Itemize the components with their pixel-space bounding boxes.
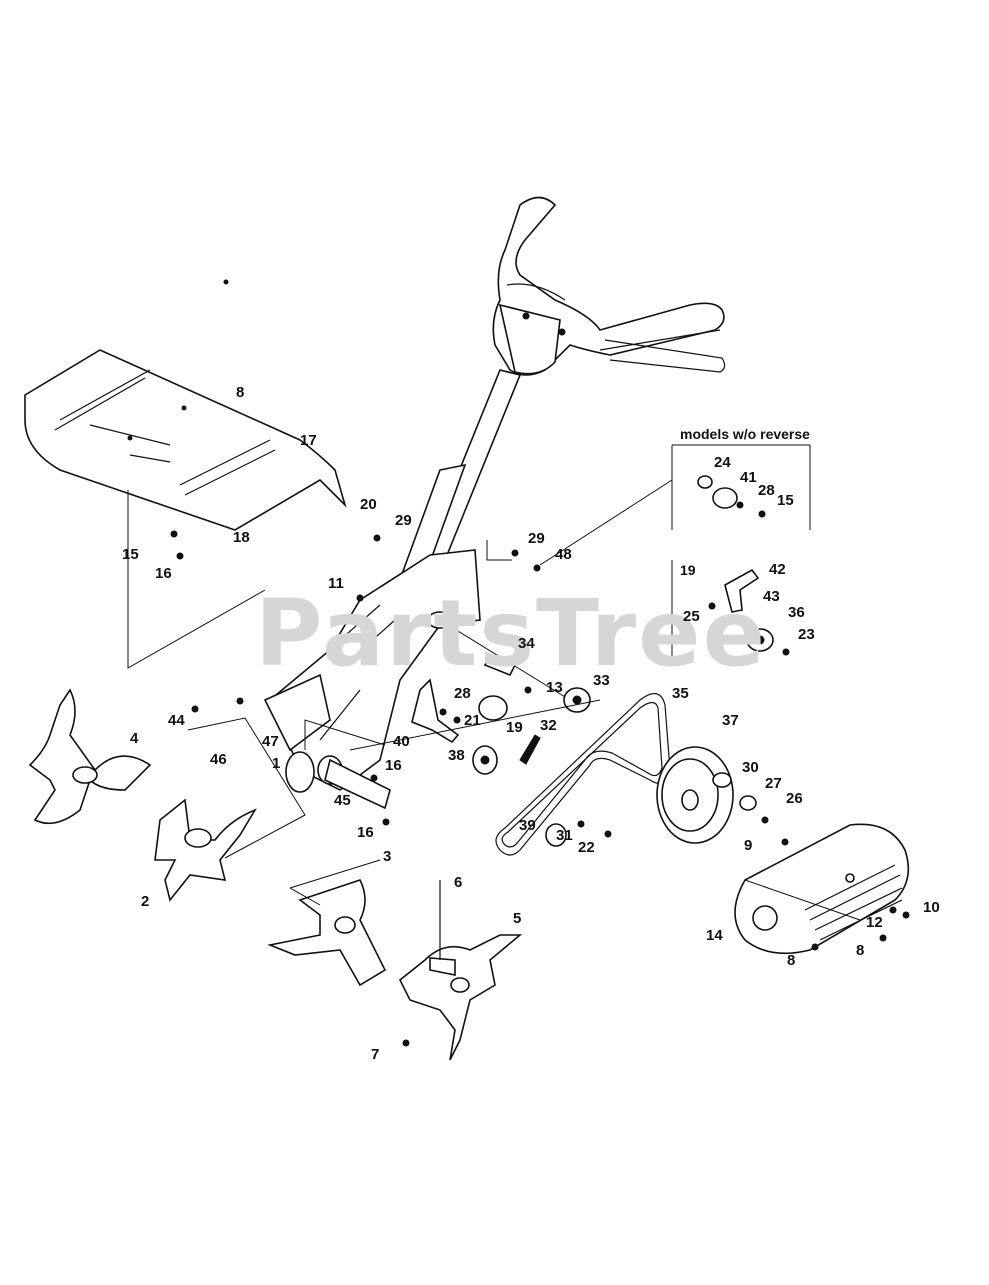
callout-10: 10 [923,899,940,916]
callout-31: 31 [556,827,573,844]
callout-16: 16 [357,824,374,841]
callout-16: 16 [385,757,402,774]
callout-28: 28 [758,482,775,499]
callout-26: 26 [786,790,803,807]
callout-45: 45 [334,792,351,809]
callout-9: 9 [744,837,753,854]
callout-38: 38 [448,747,465,764]
callout-35: 35 [672,685,689,702]
callout-8: 8 [236,384,245,401]
callout-30: 30 [742,759,759,776]
callout-19: 19 [506,719,523,736]
callout-7: 7 [371,1046,380,1063]
callout-32: 32 [540,717,557,734]
callout-24: 24 [714,454,731,471]
callout-33: 33 [593,672,610,689]
tine-5 [398,880,523,1061]
callout-25: 25 [683,608,700,625]
note-models-without-reverse: models w/o reverse [680,426,810,442]
spring-32 [519,734,541,765]
callout-37: 37 [722,712,739,729]
axle-34 [483,653,517,677]
axle [324,758,391,810]
callout-4: 4 [130,730,139,747]
callout-8: 8 [856,942,865,959]
callout-11: 11 [328,575,344,592]
callout-12: 12 [866,914,883,931]
callout-46: 46 [210,751,227,768]
callout-15: 15 [777,492,794,509]
bracket-42 [724,568,760,613]
belt-cover [734,823,910,955]
tine-4 [28,688,152,825]
callout-42: 42 [769,561,786,578]
callout-16: 16 [155,565,172,582]
callout-29: 29 [528,530,545,547]
callout-3: 3 [383,848,392,865]
handlebar [396,196,726,591]
callout-41: 41 [740,469,757,486]
callout-13: 13 [546,679,563,696]
tine-2 [154,798,257,902]
callout-14: 14 [706,927,723,944]
callout-2: 2 [141,893,150,910]
callout-28: 28 [454,685,471,702]
tine-3 [267,879,387,987]
leader-lines [127,444,861,921]
callout-40: 40 [393,733,410,750]
callout-39: 39 [519,817,536,834]
callout-36: 36 [788,604,805,621]
callout-20: 20 [360,496,377,513]
callout-6: 6 [454,874,463,891]
callout-34: 34 [518,635,535,652]
callout-22: 22 [578,839,595,856]
tine-shield [24,279,347,531]
callout-23: 23 [798,626,815,643]
callout-21: 21 [464,712,481,729]
callout-47: 47 [262,733,279,750]
shift-bracket [411,678,460,744]
callout-29: 29 [395,512,412,529]
fasteners [170,501,910,1047]
callout-5: 5 [513,910,522,927]
callout-8: 8 [787,952,796,969]
callout-18: 18 [233,529,250,546]
note-group-19: 19 [680,562,696,578]
callout-17: 17 [300,432,317,449]
callout-1: 1 [272,755,281,772]
callout-48: 48 [555,546,572,563]
callout-27: 27 [765,775,782,792]
callout-43: 43 [763,588,780,605]
callout-15: 15 [122,546,139,563]
pulleys [472,475,774,847]
callout-44: 44 [168,712,185,729]
